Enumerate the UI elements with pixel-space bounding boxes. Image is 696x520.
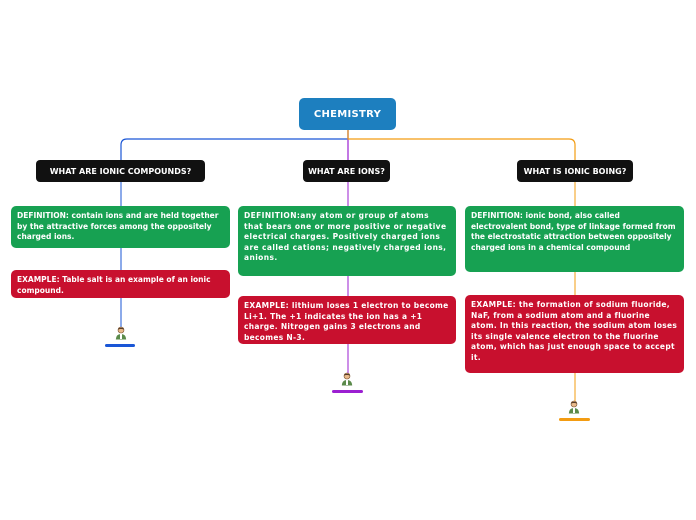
marker-underline <box>105 344 135 347</box>
definition-card-ionic-compounds[interactable]: DEFINITION: contain ions and are held to… <box>11 206 230 248</box>
example-text: lithium loses 1 electron to become Li+1.… <box>244 301 449 342</box>
example-card-ionic-compounds[interactable]: EXAMPLE: Table salt is an example of an … <box>11 270 230 298</box>
branch-title: WHAT ARE IONS? <box>308 166 385 176</box>
definition-text: contain ions and are held together by th… <box>17 211 219 241</box>
example-card-ions[interactable]: EXAMPLE: lithium loses 1 electron to bec… <box>238 296 456 344</box>
person-icon <box>568 400 580 414</box>
person-icon <box>115 326 127 340</box>
example-card-ionic-bonding[interactable]: EXAMPLE: the formation of sodium fluorid… <box>465 295 684 373</box>
definition-lead: DEFINITION: <box>471 211 523 220</box>
link-root-branch-1 <box>120 130 349 160</box>
definition-text: any atom or group of atoms that bears on… <box>244 211 447 262</box>
root-title: CHEMISTRY <box>313 108 382 120</box>
branch-ions[interactable]: WHAT ARE IONS? <box>303 160 390 182</box>
person-icon <box>341 372 353 386</box>
branch-ionic-bonding[interactable]: WHAT IS IONIC BOING? <box>517 160 633 182</box>
branch-ionic-compounds[interactable]: WHAT ARE IONIC COMPOUNDS? <box>36 160 205 182</box>
definition-lead: DEFINITION: <box>17 211 69 220</box>
example-lead: EXAMPLE: <box>471 300 516 309</box>
marker-underline <box>559 418 590 421</box>
example-lead: EXAMPLE: <box>244 301 289 310</box>
example-text: Table salt is an example of an ionic com… <box>17 275 211 295</box>
example-text: the formation of sodium fluoride, NaF, f… <box>471 300 678 362</box>
definition-card-ionic-bonding[interactable]: DEFINITION: ionic bond, also called elec… <box>465 206 684 272</box>
link-root-branch-3 <box>347 130 576 160</box>
definition-card-ions[interactable]: DEFINITION:any atom or group of atoms th… <box>238 206 456 276</box>
branch-title: WHAT ARE IONIC COMPOUNDS? <box>49 166 192 176</box>
marker-underline <box>332 390 363 393</box>
definition-lead: DEFINITION: <box>244 211 301 220</box>
branch-title: WHAT IS IONIC BOING? <box>523 166 627 176</box>
root-node-chemistry[interactable]: CHEMISTRY <box>299 98 396 130</box>
example-lead: EXAMPLE: <box>17 275 60 284</box>
definition-text: ionic bond, also called electrovalent bo… <box>471 211 676 252</box>
